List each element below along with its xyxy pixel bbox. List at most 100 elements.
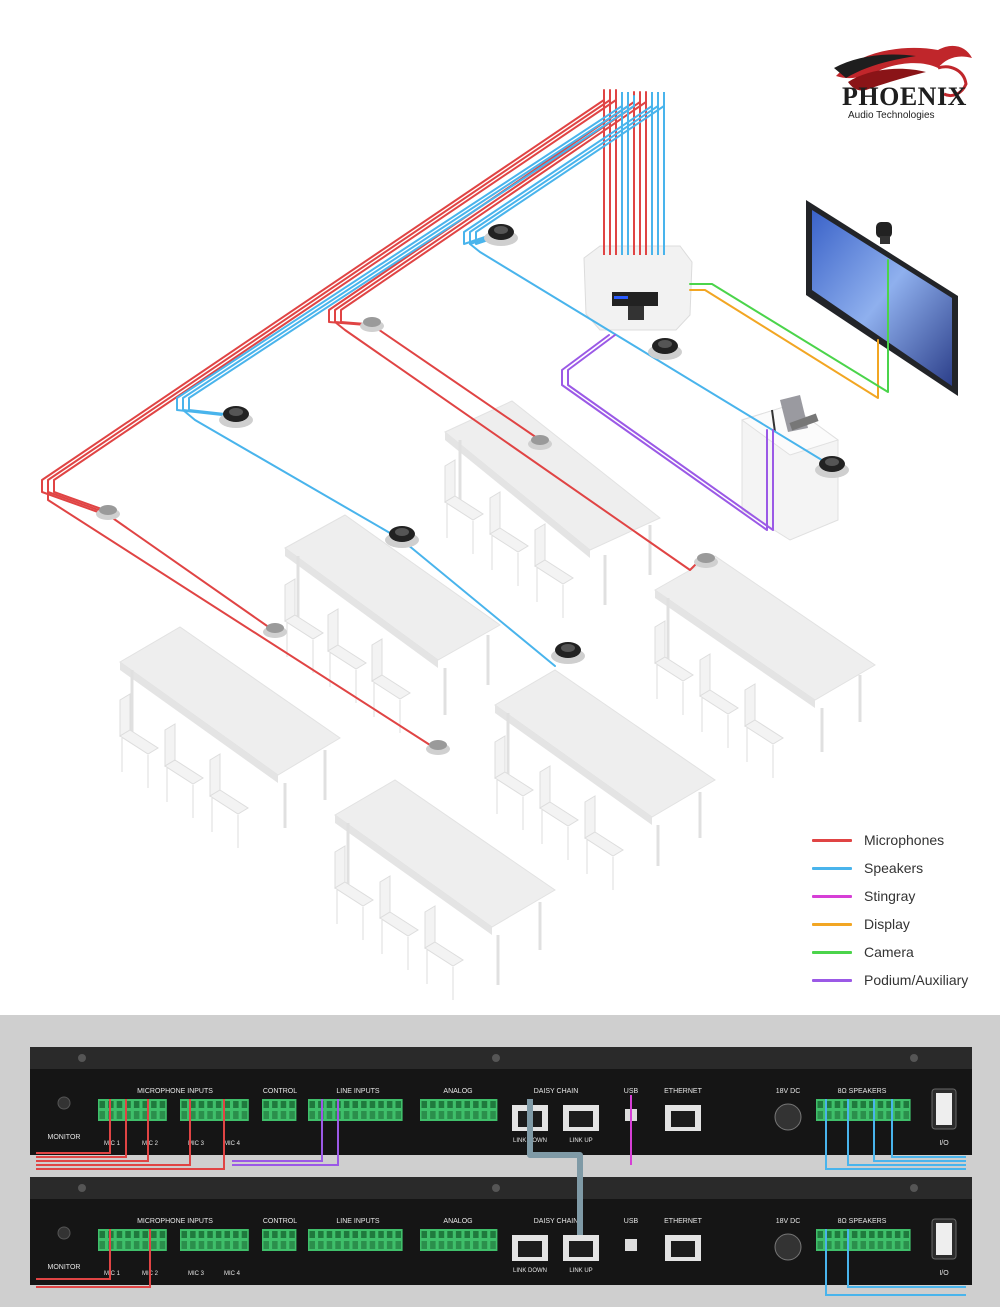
mic-cable <box>103 511 271 629</box>
terminal-slot <box>843 1241 849 1249</box>
chair <box>489 491 529 586</box>
speaker-wire <box>873 1099 966 1162</box>
table <box>119 626 341 828</box>
logo-wordmark: PHOENIX <box>842 82 967 111</box>
terminal-housing <box>262 1099 297 1121</box>
terminal-slot <box>481 1111 488 1119</box>
terminal-slot <box>263 1111 269 1119</box>
terminal-housing <box>180 1229 249 1251</box>
terminal-slot <box>309 1111 315 1119</box>
ceiling-microphone <box>528 435 552 450</box>
daisy-chain-cable <box>527 1099 583 1235</box>
terminal-slot <box>343 1111 350 1119</box>
terminal-screw <box>395 1231 401 1238</box>
table <box>494 669 716 866</box>
ceiling-speaker <box>551 642 585 664</box>
terminal-screw <box>318 1101 324 1108</box>
terminal-slot <box>869 1241 875 1249</box>
terminal-slot <box>224 1241 230 1249</box>
room-diagram <box>41 89 958 1000</box>
terminal-screw <box>181 1101 187 1108</box>
terminal-screw <box>877 1231 884 1238</box>
terminal-screw <box>421 1101 427 1108</box>
terminal-screw <box>834 1231 841 1238</box>
terminal-slot <box>421 1241 427 1249</box>
terminal-screw <box>826 1231 832 1238</box>
terminal-slot <box>877 1111 884 1119</box>
terminal-slot <box>352 1111 358 1119</box>
ceiling-microphone <box>694 553 718 568</box>
chair <box>119 693 159 788</box>
terminal-slot <box>395 1111 401 1119</box>
terminal-slot <box>490 1111 496 1119</box>
terminal-screw <box>207 1231 213 1238</box>
terminal-slot <box>335 1241 341 1249</box>
terminal-slot <box>860 1241 866 1249</box>
usb-label: USB <box>624 1088 639 1095</box>
terminal-block <box>98 1229 167 1251</box>
dc-label: 18V DC <box>776 1088 801 1095</box>
rj45-port <box>563 1105 599 1131</box>
terminal-screw <box>473 1101 479 1108</box>
terminal-slot <box>886 1111 892 1119</box>
legend-item-podium-auxiliary: Podium/Auxiliary <box>812 966 992 994</box>
mic-wire <box>36 1099 225 1170</box>
terminal-block <box>98 1099 167 1121</box>
speaker-cable <box>475 95 665 245</box>
mic-label: MIC 2 <box>142 1141 159 1147</box>
terminal-screw <box>289 1101 295 1108</box>
terminal-screw <box>447 1231 453 1238</box>
terminal-block <box>262 1229 297 1251</box>
terminal-screw <box>125 1231 131 1238</box>
rj45-port <box>512 1235 548 1261</box>
speaker-wire <box>847 1229 966 1288</box>
terminal-slot <box>894 1111 901 1119</box>
monitor-jack <box>57 1096 71 1110</box>
mic-wire <box>36 1229 111 1280</box>
terminal-screw <box>263 1101 269 1108</box>
terminal-slot <box>272 1111 278 1119</box>
chair-back <box>334 845 346 889</box>
legend-item-display: Display <box>812 910 992 938</box>
terminal-housing <box>98 1099 167 1121</box>
terminal-slot <box>369 1241 376 1249</box>
terminal-screw <box>455 1101 462 1108</box>
rj45-port <box>563 1235 599 1261</box>
chair-seat <box>444 495 484 521</box>
chair-seat <box>371 674 411 700</box>
terminal-slot <box>826 1111 832 1119</box>
terminal-screw <box>343 1231 350 1238</box>
mic-cable <box>371 324 541 441</box>
terminal-screw <box>903 1101 909 1108</box>
ethernet-label: ETHERNET <box>664 1088 702 1095</box>
display-screen <box>806 200 958 396</box>
terminal-slot <box>447 1241 453 1249</box>
logo-subtitle: Audio Technologies <box>848 110 935 121</box>
terminal-screw <box>481 1231 488 1238</box>
chair <box>494 735 534 830</box>
power-switch-rocker <box>936 1093 952 1125</box>
terminal-slot <box>490 1241 496 1249</box>
chair-back <box>654 620 666 664</box>
terminal-screw <box>215 1231 222 1238</box>
legend-swatch <box>812 866 852 870</box>
terminal-screw <box>361 1101 367 1108</box>
port-socket <box>569 1241 593 1257</box>
terminal-slot <box>280 1241 287 1249</box>
legend-item-camera: Camera <box>812 938 992 966</box>
terminal-screw <box>272 1101 278 1108</box>
terminal-slot <box>326 1241 333 1249</box>
terminal-slot <box>869 1111 875 1119</box>
speaker-cone <box>658 340 672 348</box>
terminal-screw <box>159 1231 166 1238</box>
terminal-slot <box>99 1241 105 1249</box>
terminal-slot <box>125 1241 131 1249</box>
terminal-slot <box>125 1111 131 1119</box>
terminal-slot <box>361 1241 367 1249</box>
terminal-slot <box>233 1241 239 1249</box>
terminal-slot <box>361 1111 367 1119</box>
chair-back <box>699 653 711 697</box>
terminal-slot <box>116 1111 123 1119</box>
